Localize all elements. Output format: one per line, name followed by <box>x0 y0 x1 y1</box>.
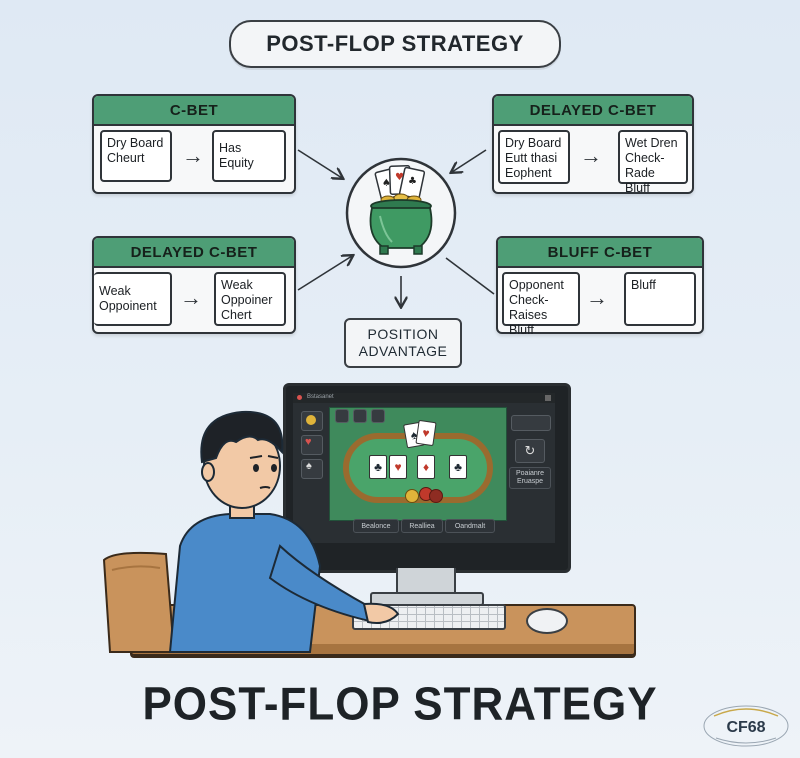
bluff-result-line: Bluff <box>631 278 656 292</box>
side-action-button[interactable]: Poaianre Eruaspe <box>509 467 551 489</box>
delayed-top-result-line: Wet Dren <box>625 136 678 150</box>
delayed-left-result-line: Chert <box>221 308 252 322</box>
refresh-icon: ↻ <box>524 443 536 458</box>
delayed-left-result-line: Oppoiner <box>221 293 273 307</box>
table-card: ♥ <box>389 455 407 479</box>
side-tool-button[interactable] <box>301 435 323 455</box>
svg-text:♠: ♠ <box>382 178 391 189</box>
top-icon-button[interactable] <box>353 409 367 423</box>
monitor-screen: Bstasanet ♥ ♠ ♣ ♥ ♦ ♣ ♠ ♥ ↻ Poaianre Eru… <box>293 393 555 543</box>
chip-stack-icon <box>429 489 443 503</box>
delayed-left-result-line: Weak <box>221 278 253 292</box>
window-title: Bstasanet <box>307 394 334 400</box>
position-advantage-box: POSITION ADVANTAGE <box>344 318 462 368</box>
delayed-top-condition-line: Dry Board <box>505 136 562 150</box>
chair-illustration <box>102 551 176 653</box>
panel-bluff-cbet: BLUFF C-BET Opponent Check-Raises Bluff … <box>496 236 704 337</box>
arrow-right-icon: → <box>182 143 204 168</box>
side-action-label: Poaianre Eruaspe <box>515 470 545 485</box>
cf68-logo-icon: CF68 <box>703 705 789 747</box>
delayed-top-result-line: Bluff <box>625 181 650 195</box>
panel-cbet-header: C-BET <box>94 96 294 126</box>
close-dot-icon[interactable] <box>297 395 302 400</box>
delayed-left-condition-line: Weak <box>99 284 131 298</box>
panel-delayed-left-header: DELAYED C-BET <box>94 238 294 268</box>
bluff-result-box: Bluff <box>624 272 696 326</box>
delayed-top-result-line: Check-Rade <box>625 151 665 180</box>
bottom-button-3[interactable]: Oandmalt <box>445 519 495 533</box>
position-line: POSITION <box>367 326 439 342</box>
panel-delayed-cbet-top: DELAYED C-BET Dry Board Eutt thasi Eophe… <box>492 94 694 195</box>
cbet-condition-line: Cheurt <box>107 151 145 165</box>
top-title: POST-FLOP STRATEGY <box>229 20 561 68</box>
heart-icon: ♥ <box>305 436 312 448</box>
bottom-button-label: Realliea <box>409 522 435 530</box>
chip-stack-icon <box>405 489 419 503</box>
cbet-condition-line: Dry Board <box>107 136 164 150</box>
delayed-top-result-box: Wet Dren Check-Rade Bluff <box>618 130 688 195</box>
window-titlebar: Bstasanet <box>293 393 555 403</box>
arrow-right-icon: → <box>580 143 602 168</box>
top-icon-button[interactable] <box>371 409 385 423</box>
panel-delayed-cbet-left: DELAYED C-BET Weak Oppoinent → Weak Oppo… <box>92 236 296 334</box>
bottom-button-label: Oandmalt <box>454 522 486 530</box>
cbet-result-line: Has Equity <box>219 141 254 170</box>
table-card: ♦ <box>417 455 435 479</box>
scroll-icon <box>545 395 551 401</box>
side-panel-top <box>511 415 551 431</box>
refresh-button[interactable]: ↻ <box>515 439 545 463</box>
logo-text: CF68 <box>726 719 765 736</box>
table-card: ♣ <box>369 455 387 479</box>
svg-text:♣: ♣ <box>408 176 417 187</box>
bluff-condition-line: Opponent <box>509 278 564 292</box>
bottom-button-1[interactable]: Bealonce <box>353 519 399 533</box>
mouse <box>526 608 568 634</box>
person-illustration <box>168 410 400 653</box>
delayed-top-condition-box: Dry Board Eutt thasi Eophent <box>498 130 570 184</box>
bluff-condition-line: Check-Raises <box>509 293 549 322</box>
panel-bluff-header: BLUFF C-BET <box>498 238 702 268</box>
pot-of-gold-icon: ♠ ♥ ♣ <box>345 157 457 269</box>
cbet-condition-box: Dry Board Cheurt <box>100 130 172 182</box>
spade-icon: ♠ <box>306 460 312 472</box>
cbet-result-box: Has Equity <box>212 130 286 182</box>
delayed-top-condition-line: Eophent <box>505 166 552 180</box>
side-tool-button[interactable] <box>301 459 323 479</box>
chip-icon <box>306 415 316 425</box>
bluff-condition-box: Opponent Check-Raises Bluff <box>502 272 580 337</box>
delayed-top-condition-line: Eutt thasi <box>505 151 558 165</box>
bottom-button-label: Bealonce <box>361 522 391 530</box>
bottom-button-2[interactable]: Realliea <box>401 519 443 533</box>
connector-arrows <box>297 149 495 400</box>
top-icon-button[interactable] <box>335 409 349 423</box>
position-line: ADVANTAGE <box>358 343 448 359</box>
bluff-condition-line: Bluff <box>509 323 534 337</box>
arrow-right-icon: → <box>180 285 202 310</box>
delayed-left-result-box: Weak Oppoiner Chert <box>214 272 286 326</box>
arrow-right-icon: → <box>586 285 608 310</box>
delayed-left-condition-line: Oppoinent <box>99 299 157 313</box>
svg-text:♥: ♥ <box>395 172 404 183</box>
panel-delayed-top-header: DELAYED C-BET <box>494 96 692 126</box>
delayed-left-condition-box: Weak Oppoinent <box>94 272 172 326</box>
table-card: ♣ <box>449 455 467 479</box>
panel-cbet: C-BET Dry Board Cheurt → Has Equity <box>92 94 296 194</box>
bottom-title: POST-FLOP STRATEGY <box>142 678 658 731</box>
